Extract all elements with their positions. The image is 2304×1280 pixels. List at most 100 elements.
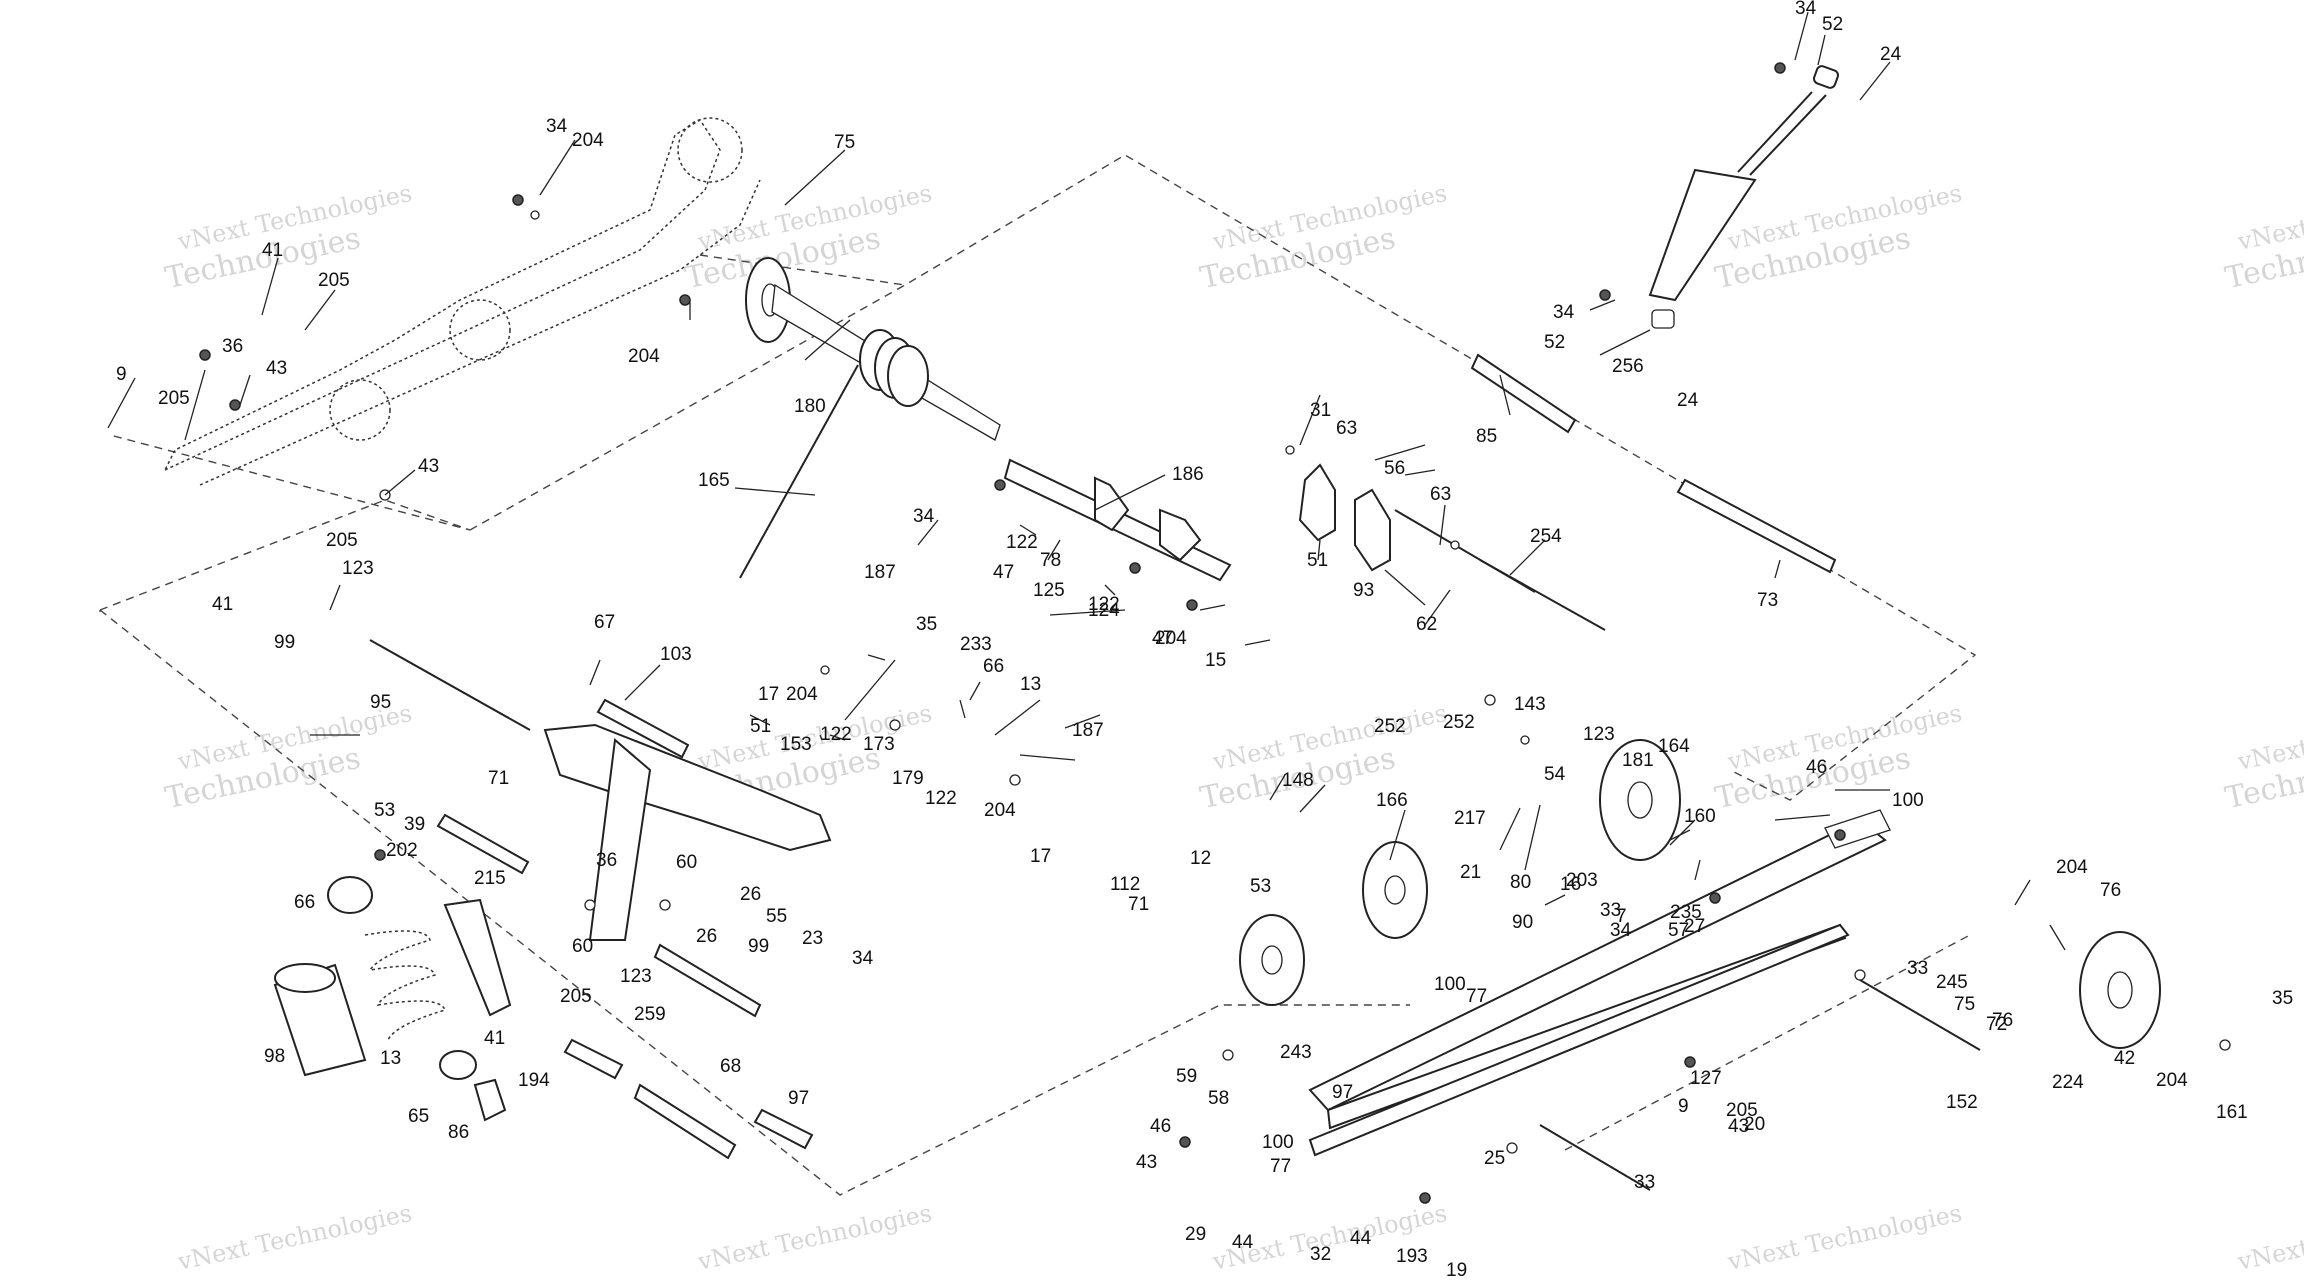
part-label: 235 — [1670, 902, 1702, 923]
part-label: 13 — [380, 1048, 401, 1069]
part-labels: 34 52 24 34 204 75 41 205 36 43 9 205 43… — [116, 0, 2293, 1280]
part-label: 52 — [1822, 14, 1843, 35]
part-label: 72 — [1986, 1014, 2007, 1035]
part-label: 256 — [1612, 356, 1644, 377]
part-label: 12 — [1190, 848, 1211, 869]
part-label: 53 — [374, 800, 395, 821]
part-label: 51 — [1307, 550, 1328, 571]
part-label: 166 — [1376, 790, 1408, 811]
part-label: 203 — [1566, 870, 1598, 891]
part-label: 76 — [1992, 1010, 2013, 1031]
part-label: 58 — [1208, 1088, 1229, 1109]
part-label: 124 — [1088, 600, 1120, 621]
part-label: 160 — [1684, 806, 1716, 827]
long-rods — [1539, 979, 1981, 1191]
part-label: 205 — [560, 986, 592, 1007]
part-label: 194 — [518, 1070, 550, 1091]
part-label: 34 — [913, 506, 935, 527]
part-label: 9 — [116, 364, 127, 385]
part-label: 17 — [758, 684, 779, 705]
part-label: 152 — [1946, 1092, 1978, 1113]
part-label: 205 — [1726, 1100, 1758, 1121]
part-label: 224 — [2052, 1072, 2084, 1093]
part-label: 179 — [892, 768, 924, 789]
part-label: 233 — [960, 634, 992, 655]
part-label: 31 — [1310, 400, 1331, 421]
part-label: 165 — [698, 470, 730, 491]
part-label: 56 — [1384, 458, 1405, 479]
part-label: 47 — [1152, 628, 1173, 649]
part-label: 20 — [1744, 1114, 1765, 1135]
watermark-text: vNext Technologies — [174, 1199, 414, 1276]
part-label: 63 — [1430, 484, 1451, 505]
part-label: 71 — [1128, 894, 1149, 915]
watermark-text: vNext Technologies — [2234, 179, 2304, 256]
part-label: 36 — [596, 850, 617, 871]
part-label: 205 — [158, 388, 190, 409]
part-label: 75 — [834, 132, 855, 153]
bracket-pair — [1298, 463, 1391, 572]
part-label: 95 — [370, 692, 391, 713]
part-label: 71 — [488, 768, 509, 789]
part-label: 16 — [1560, 874, 1581, 895]
part-label: 164 — [1658, 736, 1690, 757]
part-label: 75 — [1954, 994, 1975, 1015]
part-label: 243 — [1280, 1042, 1312, 1063]
part-label: 66 — [294, 892, 315, 913]
part-label: 173 — [863, 734, 895, 755]
part-label: 43 — [1136, 1152, 1157, 1173]
part-label: 80 — [1510, 872, 1531, 893]
part-label: 42 — [2114, 1048, 2135, 1069]
part-label: 125 — [1033, 580, 1065, 601]
part-label: 15 — [1205, 650, 1226, 671]
part-label: 60 — [676, 852, 697, 873]
part-label: 123 — [342, 558, 374, 579]
part-label: 52 — [1544, 332, 1565, 353]
part-label: 34 — [1610, 920, 1632, 941]
part-label: 62 — [1416, 614, 1437, 635]
part-label: 204 — [572, 130, 604, 151]
part-label: 161 — [2216, 1102, 2248, 1123]
part-label: 24 — [1880, 44, 1902, 65]
part-label: 245 — [1936, 972, 1968, 993]
part-label: 122 — [820, 724, 852, 745]
part-label: 205 — [318, 270, 350, 291]
fasteners — [199, 62, 2231, 1204]
part-label: 33 — [1907, 958, 1928, 979]
part-label: 35 — [2272, 988, 2293, 1009]
part-label: 60 — [572, 936, 593, 957]
part-label: 41 — [262, 240, 283, 261]
idler-axle-spring — [739, 257, 1001, 579]
part-label: 47 — [993, 562, 1014, 583]
part-label: 44 — [1350, 1228, 1372, 1249]
part-label: 180 — [794, 396, 826, 417]
part-label: 202 — [386, 840, 418, 861]
part-label: 97 — [788, 1088, 809, 1109]
part-label: 34 — [546, 116, 568, 137]
part-label: 39 — [404, 814, 425, 835]
watermark-text: vNext Technologies — [2234, 1199, 2304, 1276]
part-label: 100 — [1434, 974, 1466, 995]
part-label: 204 — [2156, 1070, 2188, 1091]
slide-rails — [1308, 809, 1891, 1157]
part-label: 204 — [628, 346, 660, 367]
part-label: 98 — [264, 1046, 285, 1067]
part-label: 122 — [925, 788, 957, 809]
part-label: 34 — [852, 948, 874, 969]
part-label: 187 — [864, 562, 896, 583]
part-label: 34 — [1795, 0, 1817, 19]
part-label: 76 — [2100, 880, 2121, 901]
part-label: 63 — [1336, 418, 1357, 439]
part-label: 7 — [1616, 906, 1627, 927]
part-label: 17 — [1030, 846, 1051, 867]
part-label: 25 — [1484, 1148, 1505, 1169]
part-label: 181 — [1622, 750, 1654, 771]
part-label: 68 — [720, 1056, 741, 1077]
part-label: 36 — [222, 336, 243, 357]
part-label: 204 — [1155, 628, 1187, 649]
part-label: 100 — [1262, 1132, 1294, 1153]
part-label: 112 — [1110, 874, 1140, 895]
part-label: 26 — [740, 884, 761, 905]
part-label: 100 — [1892, 790, 1924, 811]
